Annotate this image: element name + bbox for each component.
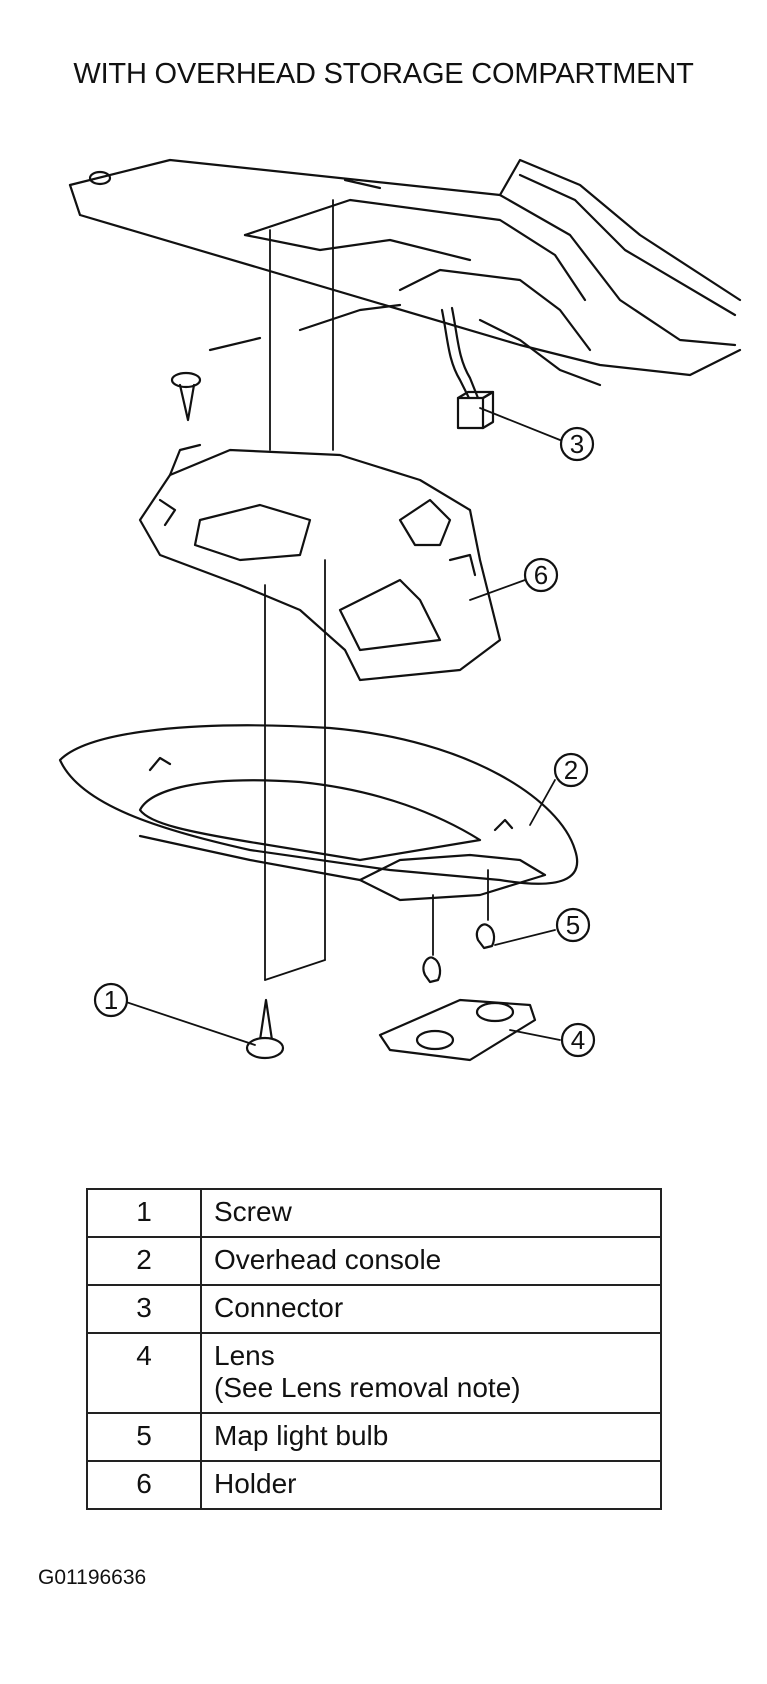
leader-lines bbox=[119, 407, 561, 1046]
callout-3-number: 3 bbox=[570, 429, 584, 459]
legend-number: 3 bbox=[86, 1284, 202, 1334]
legend-label: Lens bbox=[214, 1340, 275, 1371]
legend-label: Screw bbox=[200, 1188, 662, 1238]
callout-5-number: 5 bbox=[566, 910, 580, 940]
legend-label: Holder bbox=[200, 1460, 662, 1510]
callout-6-number: 6 bbox=[534, 560, 548, 590]
legend-label: Overhead console bbox=[200, 1236, 662, 1286]
callout-3: 3 bbox=[559, 426, 595, 462]
legend-number: 6 bbox=[86, 1460, 202, 1510]
figure-id: G01196636 bbox=[38, 1566, 147, 1589]
map-light-bulbs bbox=[422, 923, 496, 984]
legend-row: 4 Lens (See Lens removal note) bbox=[86, 1332, 662, 1414]
legend-row: 1 Screw bbox=[86, 1188, 662, 1238]
push-clip bbox=[170, 371, 202, 422]
roof-headliner bbox=[68, 158, 742, 387]
legend-number: 4 bbox=[86, 1332, 202, 1414]
holder bbox=[138, 443, 502, 682]
callout-2-number: 2 bbox=[564, 755, 578, 785]
legend-number: 5 bbox=[86, 1412, 202, 1462]
callout-1-number: 1 bbox=[104, 985, 118, 1015]
screw bbox=[245, 998, 285, 1060]
connector bbox=[440, 306, 495, 430]
legend-row: 2 Overhead console bbox=[86, 1236, 662, 1286]
callout-2: 2 bbox=[553, 752, 589, 788]
legend-note: (See Lens removal note) bbox=[214, 1372, 521, 1403]
legend-row: 3 Connector bbox=[86, 1284, 662, 1334]
legend-number: 1 bbox=[86, 1188, 202, 1238]
overhead-console bbox=[58, 724, 579, 902]
exploded-view-diagram: 1 2 3 4 5 6 bbox=[58, 158, 742, 1062]
legend-number: 2 bbox=[86, 1236, 202, 1286]
callout-5: 5 bbox=[555, 907, 591, 943]
legend-label-with-note: Lens (See Lens removal note) bbox=[200, 1332, 662, 1414]
legend-label: Map light bulb bbox=[200, 1412, 662, 1462]
legend-row: 5 Map light bulb bbox=[86, 1412, 662, 1462]
legend-label: Connector bbox=[200, 1284, 662, 1334]
parts-legend-table: 1 Screw 2 Overhead console 3 Connector 4… bbox=[86, 1188, 662, 1510]
alignment-lines bbox=[264, 199, 489, 981]
callout-4-number: 4 bbox=[571, 1025, 585, 1055]
callout-1: 1 bbox=[93, 982, 129, 1018]
lens bbox=[378, 998, 537, 1062]
legend-row: 6 Holder bbox=[86, 1460, 662, 1510]
diagram-title: WITH OVERHEAD STORAGE COMPARTMENT bbox=[73, 58, 694, 90]
callout-6: 6 bbox=[523, 557, 559, 593]
callout-4: 4 bbox=[560, 1022, 596, 1058]
